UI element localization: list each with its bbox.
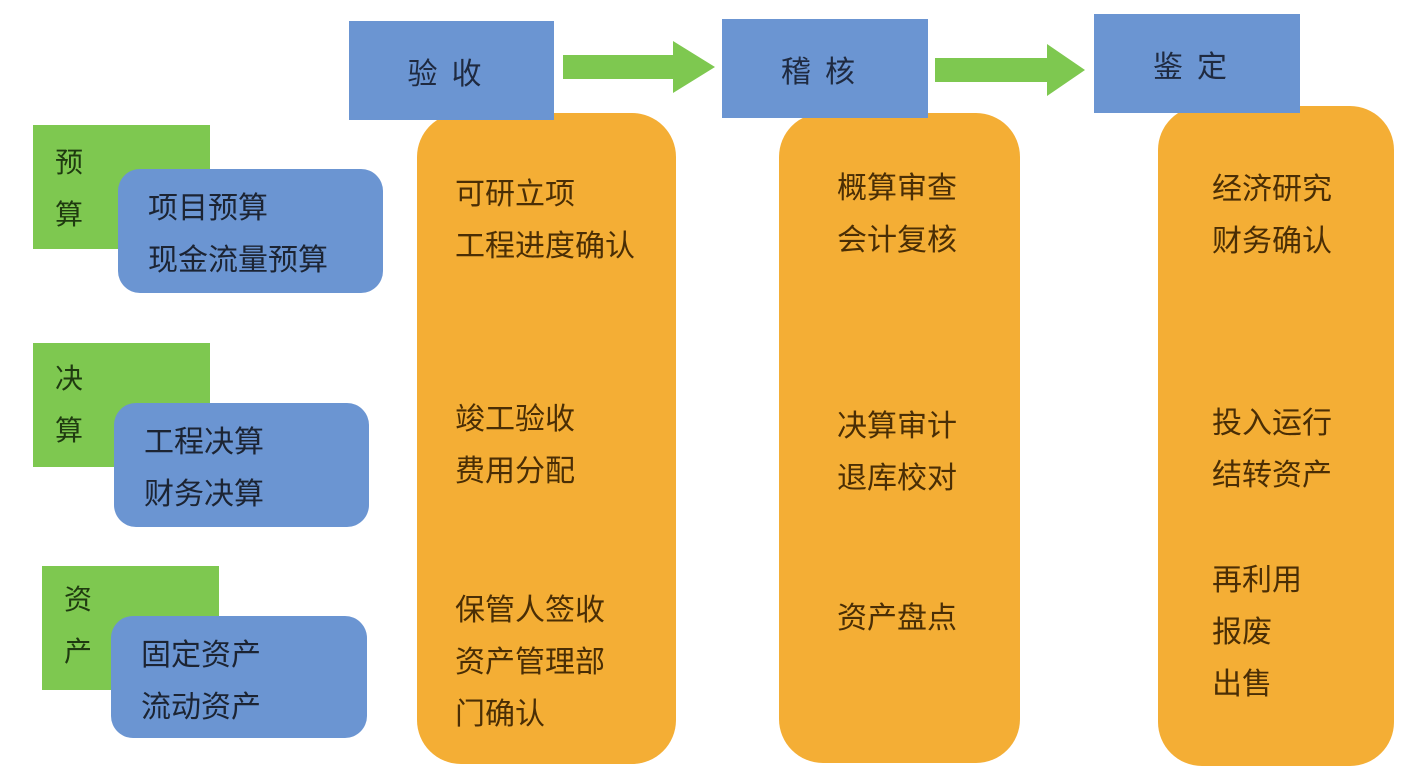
stage-appraisal-group-1: 经济研究 财务确认 (1212, 164, 1332, 268)
stage-appraisal-group-3: 再利用 报废 出售 (1212, 555, 1302, 711)
stage-acceptance-group-2: 竣工验收 费用分配 (455, 394, 575, 498)
stage-appraisal-group-2: 投入运行 结转资产 (1212, 398, 1332, 502)
list-item: 决算审计 (837, 409, 957, 444)
group-settlement-items-box: 工程决算 财务决算 (114, 403, 369, 527)
list-item: 退库校对 (837, 461, 957, 496)
title-char: 算 (55, 414, 84, 447)
stage-acceptance-group-3: 保管人签收 资产管理部 门确认 (455, 585, 605, 741)
list-item: 财务确认 (1212, 224, 1332, 259)
list-item: 出售 (1212, 667, 1272, 702)
title-char: 决 (55, 362, 84, 395)
list-item: 现金流量预算 (148, 243, 328, 278)
list-item: 经济研究 (1212, 172, 1332, 207)
title-char: 资 (64, 583, 93, 616)
list-item: 项目预算 (148, 191, 268, 226)
list-item: 结转资产 (1212, 458, 1332, 493)
stage-audit-title: 稽核 (781, 54, 869, 90)
title-char: 产 (64, 635, 93, 668)
list-item: 费用分配 (455, 454, 575, 489)
list-item: 报废 (1212, 615, 1272, 650)
list-item: 工程决算 (144, 425, 264, 460)
stage-acceptance-title: 验收 (407, 56, 496, 92)
group-assets-title: 资 产 (64, 574, 92, 678)
list-item: 财务决算 (144, 477, 264, 512)
stage-acceptance-panel: 可研立项 工程进度确认 竣工验收 费用分配 保管人签收 资产管理部 门确认 (417, 113, 676, 764)
group-budget-title: 预 算 (55, 137, 83, 241)
list-item: 固定资产 (141, 638, 261, 673)
list-item: 可研立项 (455, 177, 575, 212)
stage-audit-header: 稽核 (722, 19, 928, 118)
stage-audit-panel: 概算审查 会计复核 决算审计 退库校对 资产盘点 (779, 113, 1020, 763)
list-item: 投入运行 (1212, 406, 1332, 441)
stage-acceptance-group-1: 可研立项 工程进度确认 (455, 169, 635, 273)
arrow-right-icon (935, 44, 1085, 96)
stage-appraisal-header: 鉴定 (1094, 14, 1300, 113)
list-item: 工程进度确认 (455, 229, 635, 264)
title-char: 预 (55, 146, 84, 179)
list-item: 保管人签收 (455, 593, 605, 628)
title-char: 算 (55, 198, 84, 231)
group-assets-items-box: 固定资产 流动资产 (111, 616, 367, 738)
group-budget-items-box: 项目预算 现金流量预算 (118, 169, 383, 293)
stage-appraisal-title: 鉴定 (1153, 49, 1241, 85)
list-item: 资产管理部 (455, 645, 605, 680)
list-item: 门确认 (455, 697, 545, 732)
group-settlement-title: 决 算 (55, 353, 83, 457)
list-item: 概算审查 (837, 171, 957, 206)
arrow-right-icon (563, 41, 715, 93)
list-item: 竣工验收 (455, 402, 575, 437)
list-item: 流动资产 (141, 690, 261, 725)
list-item: 再利用 (1212, 563, 1302, 598)
stage-audit-group-2: 决算审计 退库校对 (837, 401, 957, 505)
list-item: 会计复核 (837, 223, 957, 258)
list-item: 资产盘点 (837, 601, 957, 636)
stage-audit-group-3: 资产盘点 (837, 593, 957, 645)
stage-audit-group-1: 概算审查 会计复核 (837, 163, 957, 267)
stage-appraisal-panel: 经济研究 财务确认 投入运行 结转资产 再利用 报废 出售 (1158, 106, 1394, 766)
stage-acceptance-header: 验收 (349, 21, 554, 120)
